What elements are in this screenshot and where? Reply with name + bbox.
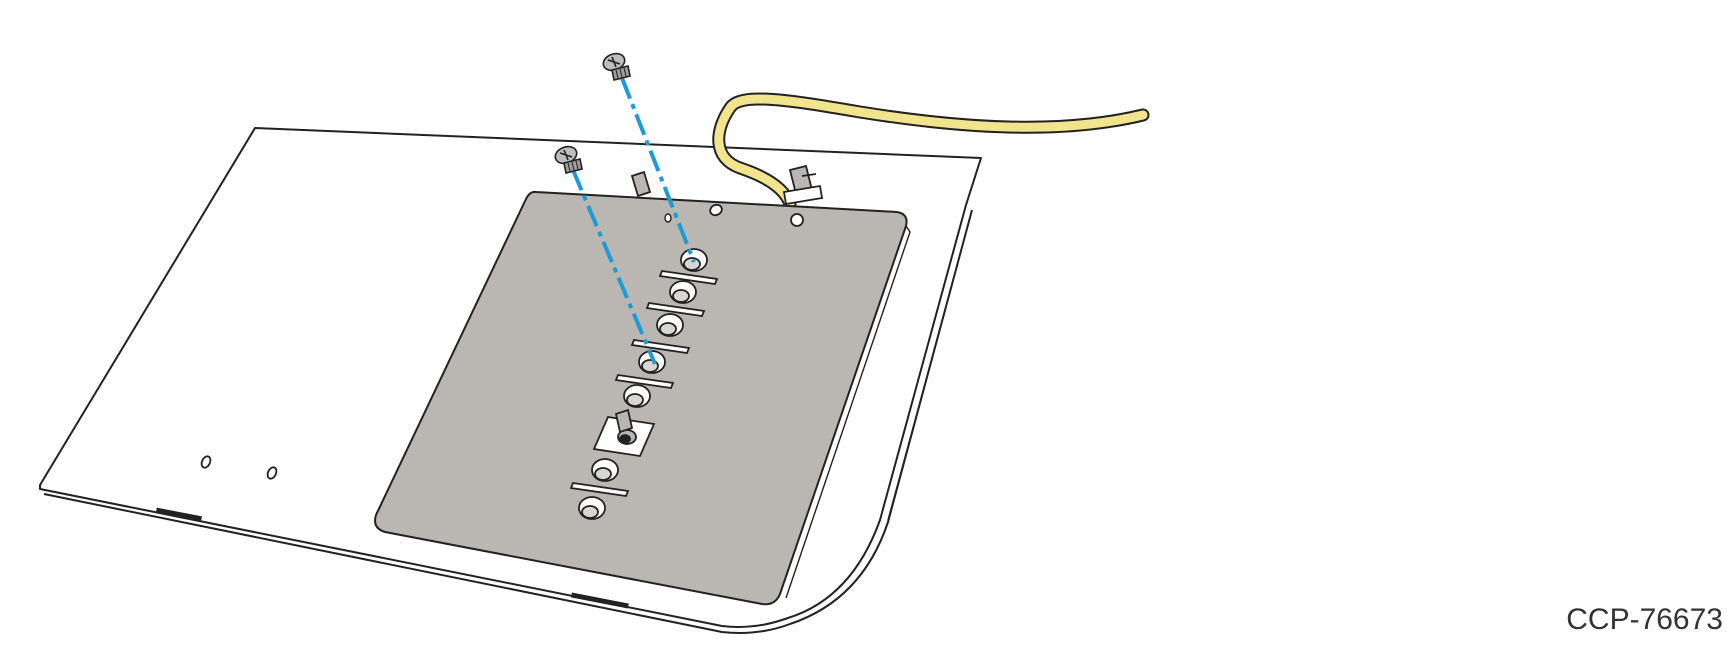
guide-lines — [571, 77, 696, 365]
plate-hole — [790, 213, 804, 227]
plate-slot — [569, 482, 630, 497]
mount-hole — [623, 384, 651, 408]
square-cutout — [592, 408, 656, 457]
plate-hook — [630, 170, 652, 198]
plate-hole — [709, 203, 723, 217]
tray-foot-right — [570, 592, 629, 609]
screw-upper — [602, 52, 631, 81]
plate-slot — [658, 270, 719, 285]
plate-slot — [645, 302, 706, 317]
mount-hole — [578, 496, 606, 520]
guide-line-upper — [620, 77, 696, 263]
cable — [712, 92, 1150, 211]
figure-id-label: CCP-76673 — [1566, 603, 1723, 636]
mount-hole — [669, 280, 697, 304]
tray-hole — [200, 455, 212, 469]
plate-hole — [664, 213, 672, 223]
mount-hole — [591, 458, 619, 482]
guide-line-lower — [571, 169, 657, 365]
cable-clip — [782, 164, 824, 206]
plate-holes — [578, 248, 708, 520]
screw-lower — [554, 145, 583, 174]
tray-foot-left — [155, 507, 202, 522]
plate-slot — [614, 374, 675, 389]
mount-hole — [656, 313, 684, 337]
tray-hole — [266, 466, 278, 480]
